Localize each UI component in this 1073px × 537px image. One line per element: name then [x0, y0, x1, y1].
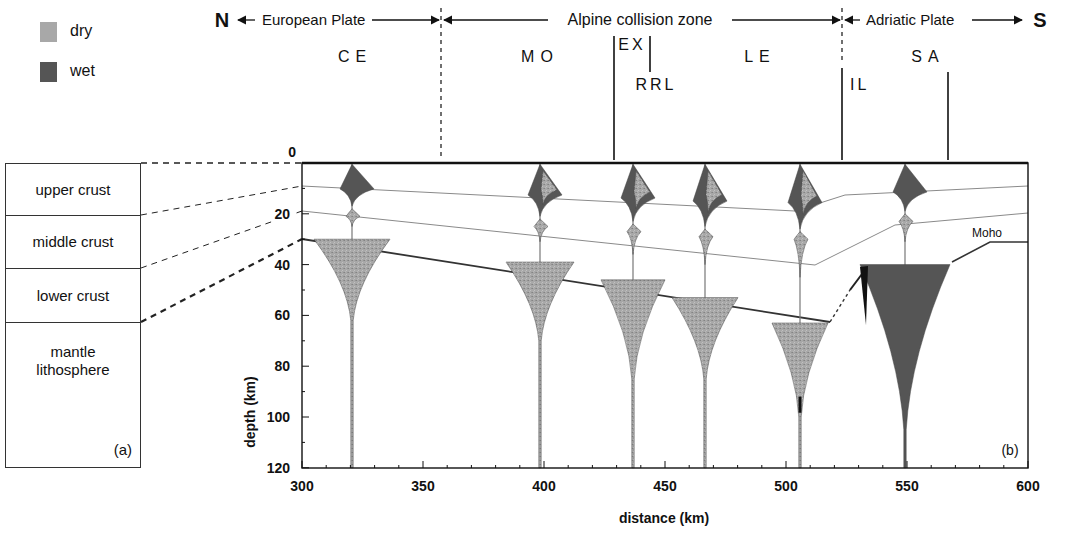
compass-north: N	[215, 9, 229, 32]
unit-name: LE	[744, 48, 776, 66]
compass-south: S	[1033, 9, 1046, 32]
layer-box: upper crust	[5, 163, 141, 216]
layer-label: mantle lithosphere	[23, 343, 123, 379]
strength-envelopes	[314, 164, 950, 468]
axis-tick-label: 80	[272, 358, 292, 374]
layer-box: lower crust	[5, 268, 141, 323]
legend-label: dry	[70, 22, 92, 40]
legend-swatch	[40, 62, 57, 82]
plate-name: Adriatic Plate	[866, 11, 954, 28]
axis-tick-label: 350	[411, 478, 434, 494]
axis-tick-label: 450	[653, 478, 676, 494]
axis-tick-label: 60	[272, 307, 292, 323]
unit-name: CE	[338, 48, 372, 66]
zone-boundaries	[441, 8, 948, 160]
axis-tick-label: 300	[290, 478, 313, 494]
legend-swatch	[40, 22, 57, 42]
axis-tick-label: 400	[532, 478, 555, 494]
axis-title: distance (km)	[619, 510, 709, 526]
axis-tick-label: 40	[272, 257, 292, 273]
axis-tick-label: 0	[288, 144, 296, 160]
legend-label: wet	[70, 62, 95, 80]
layer-label: upper crust	[35, 181, 110, 199]
unit-name: IL	[850, 76, 869, 94]
axis-tick-label: 500	[774, 478, 797, 494]
plot-frame	[302, 163, 1028, 468]
layer-box: middle crust	[5, 215, 141, 269]
layer-label: lower crust	[37, 287, 110, 305]
panel-label: (b)	[1001, 442, 1018, 458]
axis-tick-label: 100	[265, 409, 292, 425]
plate-name: European Plate	[262, 11, 365, 28]
panel-label: (a)	[114, 441, 132, 459]
axis-tick-label: 20	[272, 206, 292, 222]
layer-leaders	[141, 163, 302, 322]
axis-tick-label: 550	[895, 478, 918, 494]
axis-ticks	[302, 163, 1028, 468]
unit-name: EX	[618, 36, 645, 54]
unit-name: RRL	[635, 76, 676, 94]
unit-name: MO	[521, 48, 559, 66]
axis-tick-label: 600	[1016, 478, 1039, 494]
layer-label: middle crust	[33, 233, 114, 251]
unit-name: SA	[911, 48, 944, 66]
moho-label: Moho	[970, 227, 1004, 241]
layer-box: mantle lithosphere (a)	[5, 322, 141, 468]
axis-tick-label: 120	[265, 460, 292, 476]
surface-line	[302, 162, 1028, 165]
axis-title: depth (km)	[242, 376, 258, 448]
zone-name: Alpine collision zone	[568, 11, 713, 29]
